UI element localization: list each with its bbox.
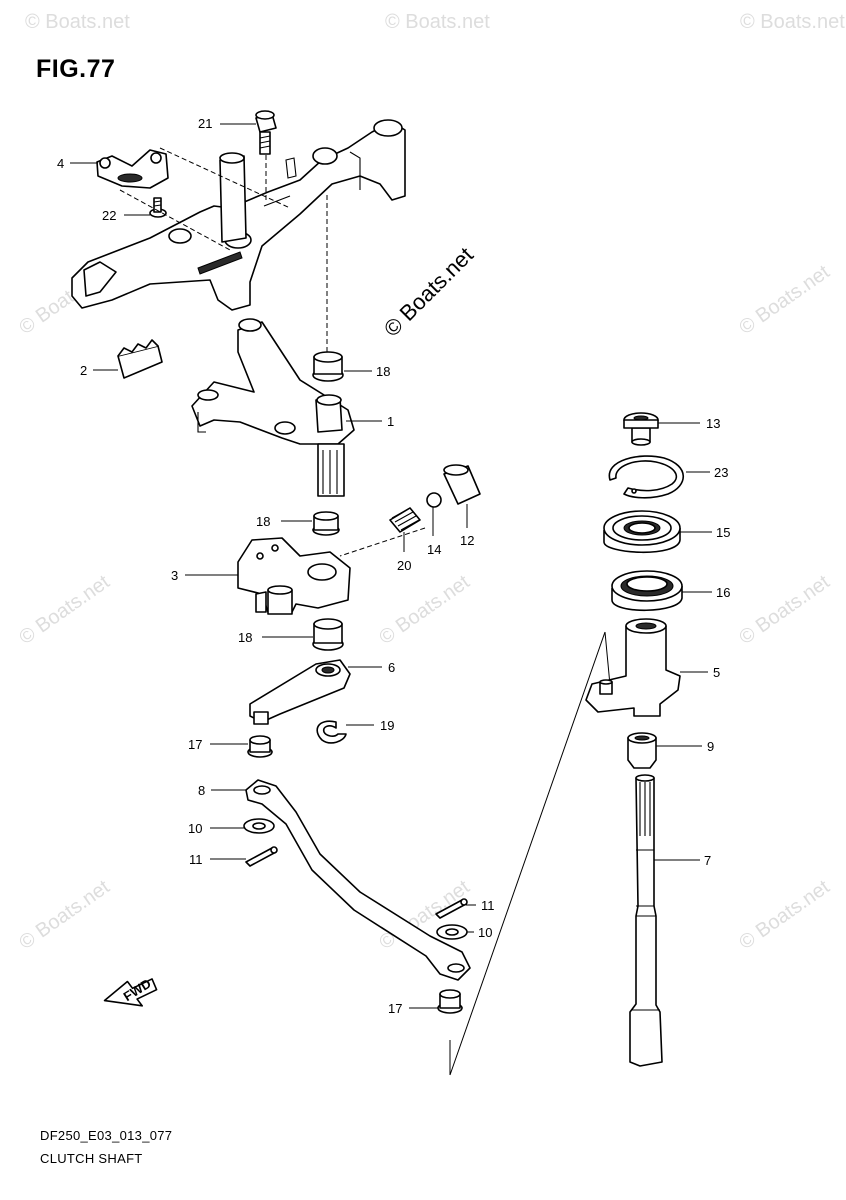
washer-part-10 <box>436 924 468 940</box>
sleeve-part-12 <box>443 464 481 505</box>
callout-9: 9 <box>707 739 714 754</box>
callout-14: 14 <box>427 542 441 557</box>
figure-caption: CLUTCH SHAFT <box>40 1151 143 1166</box>
guide-line <box>604 631 611 686</box>
callout-17: 17 <box>388 1001 402 1016</box>
callout-23: 23 <box>714 465 728 480</box>
washer-part-17 <box>437 989 463 1014</box>
callout-18: 18 <box>256 514 270 529</box>
guide-line <box>449 631 606 1076</box>
bearing-part-15 <box>603 510 681 554</box>
watermark-text: © Boats.net <box>375 571 474 649</box>
callout-layer: 21 4 22 2 18 1 18 14 12 20 3 18 6 19 17 … <box>57 116 730 1016</box>
callout-18: 18 <box>238 630 252 645</box>
watermark-text: © Boats.net <box>25 11 130 33</box>
callout-18: 18 <box>376 364 390 379</box>
link-rod-part-8 <box>245 779 471 981</box>
bushing-part-18 <box>312 511 340 536</box>
watermark-text: © Boats.net <box>735 261 834 339</box>
watermark-text: © Boats.net <box>15 571 114 649</box>
spring-part-20 <box>389 507 421 533</box>
callout-1: 1 <box>387 414 394 429</box>
shift-bracket-part-3 <box>237 537 351 615</box>
callout-11: 11 <box>481 898 495 913</box>
bushing-part-18 <box>312 618 344 651</box>
watermark-text: © Boats.net <box>735 876 834 954</box>
circlip-part-23 <box>608 455 684 499</box>
shift-lever-part-1 <box>191 318 355 497</box>
shift-lever-housing <box>71 119 406 311</box>
callout-15: 15 <box>716 525 730 540</box>
watermark-text: © Boats.net <box>15 876 114 954</box>
screw-part-22 <box>149 197 167 218</box>
callout-10: 10 <box>478 925 492 940</box>
washer-part-10 <box>243 818 275 834</box>
clip-part-2 <box>117 339 163 379</box>
callout-20: 20 <box>397 558 411 573</box>
watermark-layer: © Boats.net © Boats.net © Boats.net © Bo… <box>15 11 845 954</box>
callout-12: 12 <box>460 533 474 548</box>
guide-line <box>339 527 426 557</box>
callout-5: 5 <box>713 665 720 680</box>
callout-7: 7 <box>704 853 711 868</box>
clutch-shaft-housing-part-5 <box>585 618 681 717</box>
watermark-text: © Boats.net <box>740 11 845 33</box>
lever-part-6 <box>249 659 351 725</box>
callout-10: 10 <box>188 821 202 836</box>
callout-6: 6 <box>388 660 395 675</box>
callout-13: 13 <box>706 416 720 431</box>
clutch-shaft-part-7 <box>629 774 663 1067</box>
cotter-pin-part-11 <box>435 898 468 919</box>
callout-8: 8 <box>198 783 205 798</box>
oil-seal-part-16 <box>611 570 683 612</box>
e-ring-part-19 <box>316 720 347 744</box>
forward-direction-arrow: FWD <box>103 976 158 1007</box>
cotter-pin-part-11 <box>245 846 278 867</box>
watermark-text: © Boats.net <box>385 11 490 33</box>
callout-11: 11 <box>189 852 203 867</box>
callout-2: 2 <box>80 363 87 378</box>
watermark-main: © Boats.net <box>379 242 478 341</box>
callout-22: 22 <box>102 208 116 223</box>
bushing-part-18 <box>312 351 344 382</box>
bolt-part-21 <box>255 110 277 155</box>
callout-4: 4 <box>57 156 64 171</box>
washer-part-17 <box>247 735 273 758</box>
bracket-plate-part-4 <box>96 149 169 189</box>
callout-17: 17 <box>188 737 202 752</box>
figure-code: DF250_E03_013_077 <box>40 1128 173 1143</box>
plug-part-13 <box>623 412 659 446</box>
callout-3: 3 <box>171 568 178 583</box>
watermark-text: © Boats.net <box>735 571 834 649</box>
callout-21: 21 <box>198 116 212 131</box>
bushing-part-9 <box>627 732 657 769</box>
figure-title: FIG.77 <box>36 55 116 83</box>
ball-part-14 <box>426 492 442 508</box>
callout-16: 16 <box>716 585 730 600</box>
callout-19: 19 <box>380 718 394 733</box>
